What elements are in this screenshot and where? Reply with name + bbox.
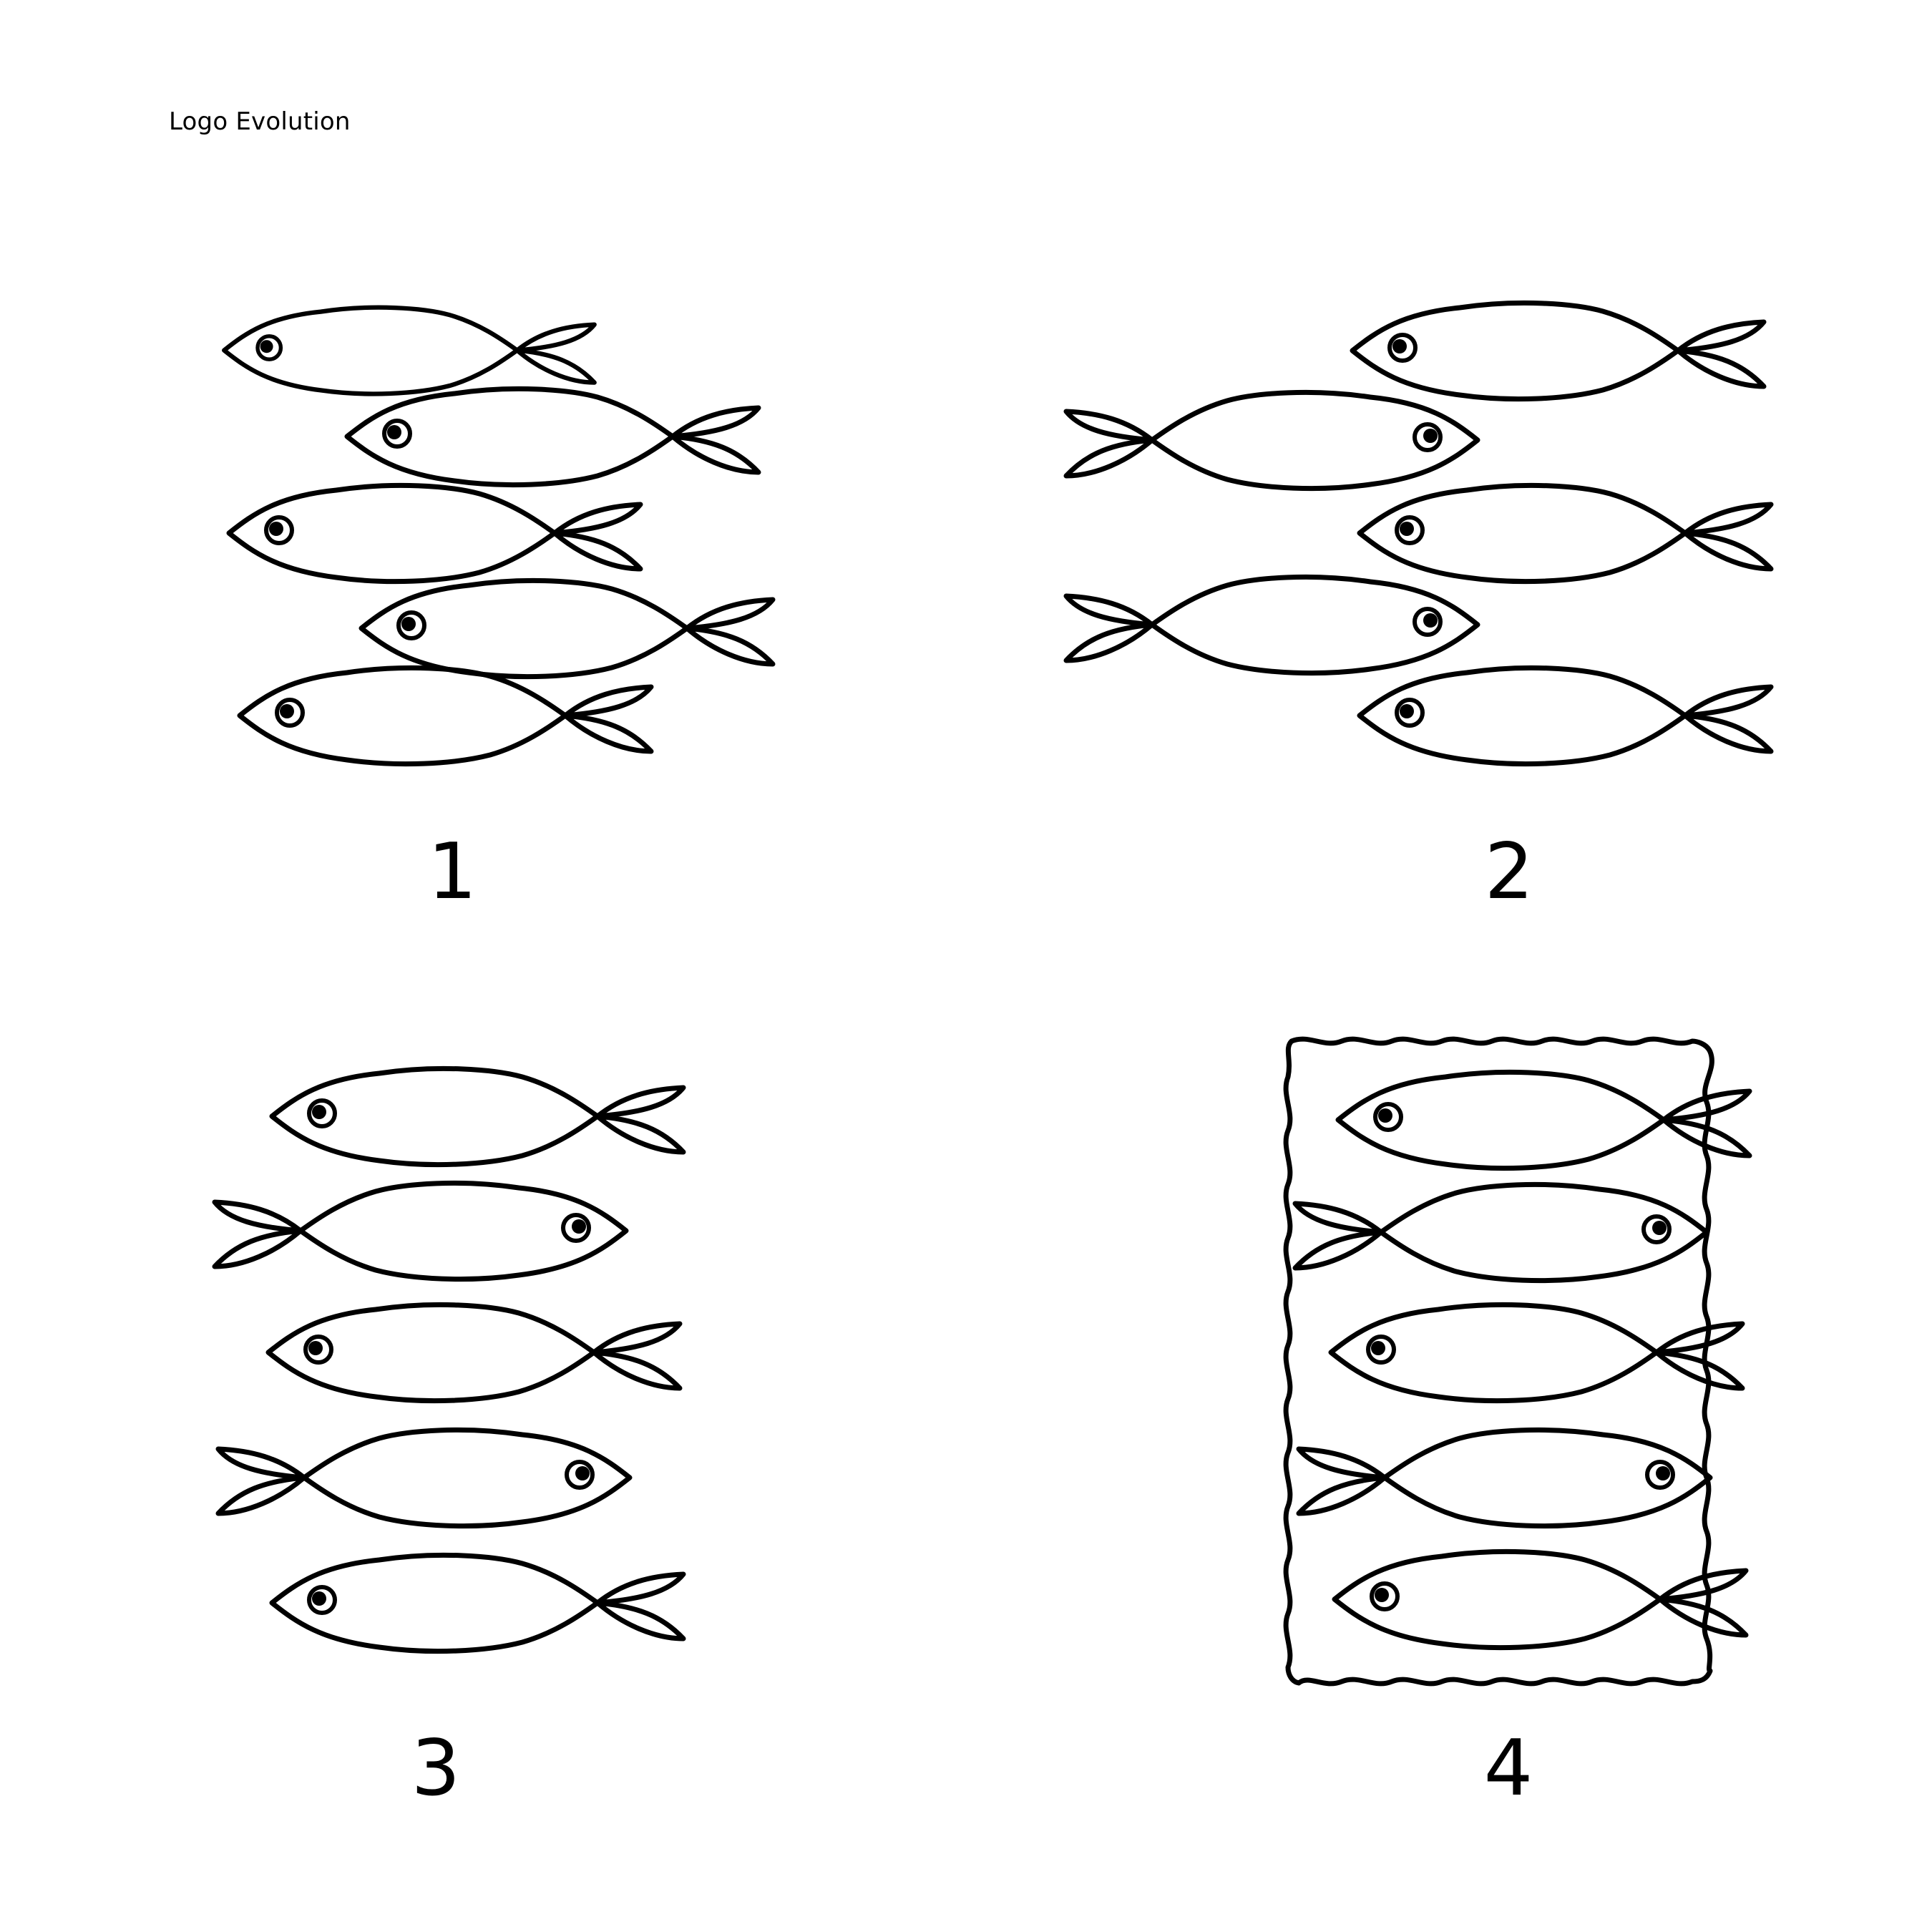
fish-icon-facing-right (215, 1183, 626, 1279)
variant-label-3: 3 (411, 1724, 461, 1813)
fish-icon-facing-left (272, 1555, 683, 1651)
wavy-frame (1283, 1036, 1714, 1687)
fish-icon-facing-left (1335, 1551, 1746, 1647)
variant-label-2: 2 (1484, 827, 1534, 917)
variant-4-fish-group (1283, 1036, 1750, 1687)
variant-2-fish-group (1066, 303, 1771, 763)
fish-icon-facing-right (1299, 1430, 1710, 1526)
fish-icon-facing-left (1338, 1072, 1750, 1168)
fish-icon-facing-right (1066, 577, 1478, 673)
variant-label-1: 1 (427, 827, 477, 917)
fish-icon-facing-left (1360, 485, 1771, 581)
fish-icon-facing-right (1295, 1184, 1707, 1280)
fish-icon-facing-left (1331, 1304, 1742, 1400)
fish-icon-facing-left (1360, 668, 1771, 763)
page-title: Logo Evolution (169, 107, 351, 136)
variant-1-fish-group (224, 308, 773, 764)
fish-icon-facing-left (1352, 303, 1764, 399)
fish-icon-facing-left (361, 580, 773, 676)
fish-icon-facing-right (1066, 392, 1478, 488)
fish-icon-facing-left (240, 668, 651, 763)
variant-3-fish-group (215, 1068, 683, 1651)
fish-icon-facing-left (272, 1068, 683, 1164)
variant-label-4: 4 (1483, 1724, 1533, 1813)
fish-icon-facing-left (229, 485, 640, 581)
fish-icon-facing-left (347, 389, 758, 484)
fish-icon-facing-right (218, 1430, 630, 1526)
fish-icon-facing-left (268, 1304, 680, 1400)
fish-icon-facing-left (224, 308, 595, 394)
